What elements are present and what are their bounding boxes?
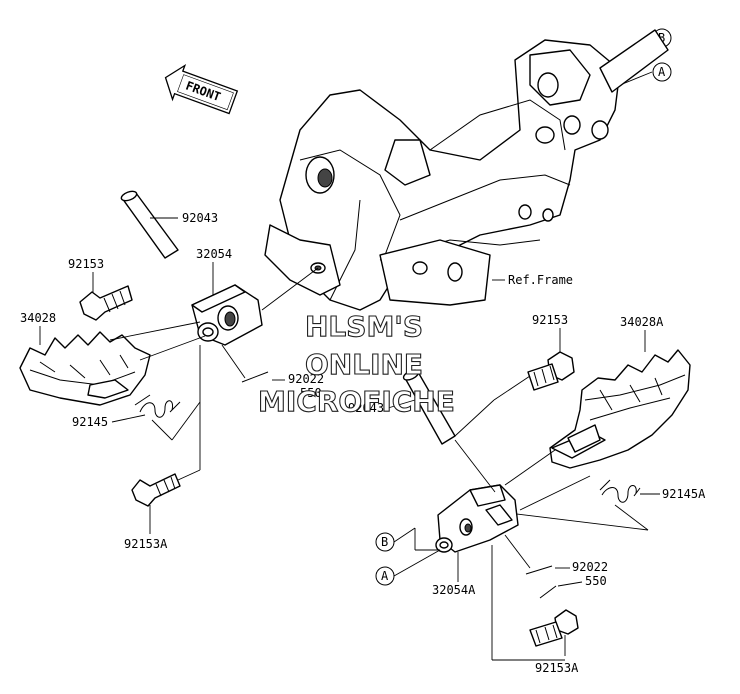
bolt-bottom-left: 92153A (124, 345, 201, 551)
pin-left: 92043 (120, 190, 218, 259)
bracket-right: 32054A (432, 375, 591, 597)
spring-right: 92145A (499, 479, 706, 531)
svg-text:HLSM'S: HLSM'S (305, 310, 423, 343)
ref-frame-label: Ref.Frame (508, 273, 573, 287)
svg-text:A: A (658, 65, 666, 79)
svg-text:B: B (381, 535, 388, 549)
motorcycle-frame (264, 39, 621, 311)
svg-text:32054A: 32054A (432, 583, 476, 597)
svg-text:92043: 92043 (348, 401, 384, 415)
svg-text:34028A: 34028A (620, 315, 664, 329)
svg-text:550: 550 (300, 386, 322, 400)
svg-text:92022: 92022 (572, 560, 608, 574)
footpeg-left: 34028 (19, 311, 206, 406)
svg-text:550: 550 (585, 574, 607, 588)
spring-left: 92145 (72, 394, 201, 441)
svg-text:ONLINE: ONLINE (305, 348, 423, 381)
svg-text:A: A (381, 569, 389, 583)
bolt-right: 92153 (527, 313, 575, 391)
cotter-left: 92022 550 (221, 344, 324, 400)
frame-tube-top (599, 29, 669, 93)
bolt-left: 92153 (68, 257, 133, 321)
svg-text:92145A: 92145A (662, 487, 706, 501)
svg-text:92022: 92022 (288, 372, 324, 386)
watermark: HLSM'S ONLINE MICROFICHE (257, 309, 455, 418)
svg-text:B: B (658, 31, 665, 45)
bracket-left: 32054 (191, 247, 319, 346)
ref-b-bottom: B (375, 527, 440, 552)
ref-a-bottom: A (375, 549, 441, 586)
svg-text:92043: 92043 (182, 211, 218, 225)
svg-text:92153A: 92153A (535, 661, 579, 675)
svg-text:92145: 92145 (72, 415, 108, 429)
svg-text:92153: 92153 (532, 313, 568, 327)
front-direction-arrow: FRONT (164, 63, 239, 115)
footpeg-right: 34028A (549, 315, 691, 469)
svg-text:92153: 92153 (68, 257, 104, 271)
svg-text:32054: 32054 (196, 247, 232, 261)
svg-text:34028: 34028 (20, 311, 56, 325)
svg-text:MICROFICHE: MICROFICHE (258, 385, 455, 418)
pin-right: 92043 (348, 369, 456, 445)
bolt-bottom-right: 92153A (491, 545, 579, 675)
svg-text:92153A: 92153A (124, 537, 168, 551)
cotter-right: 92022 550 (504, 534, 608, 599)
